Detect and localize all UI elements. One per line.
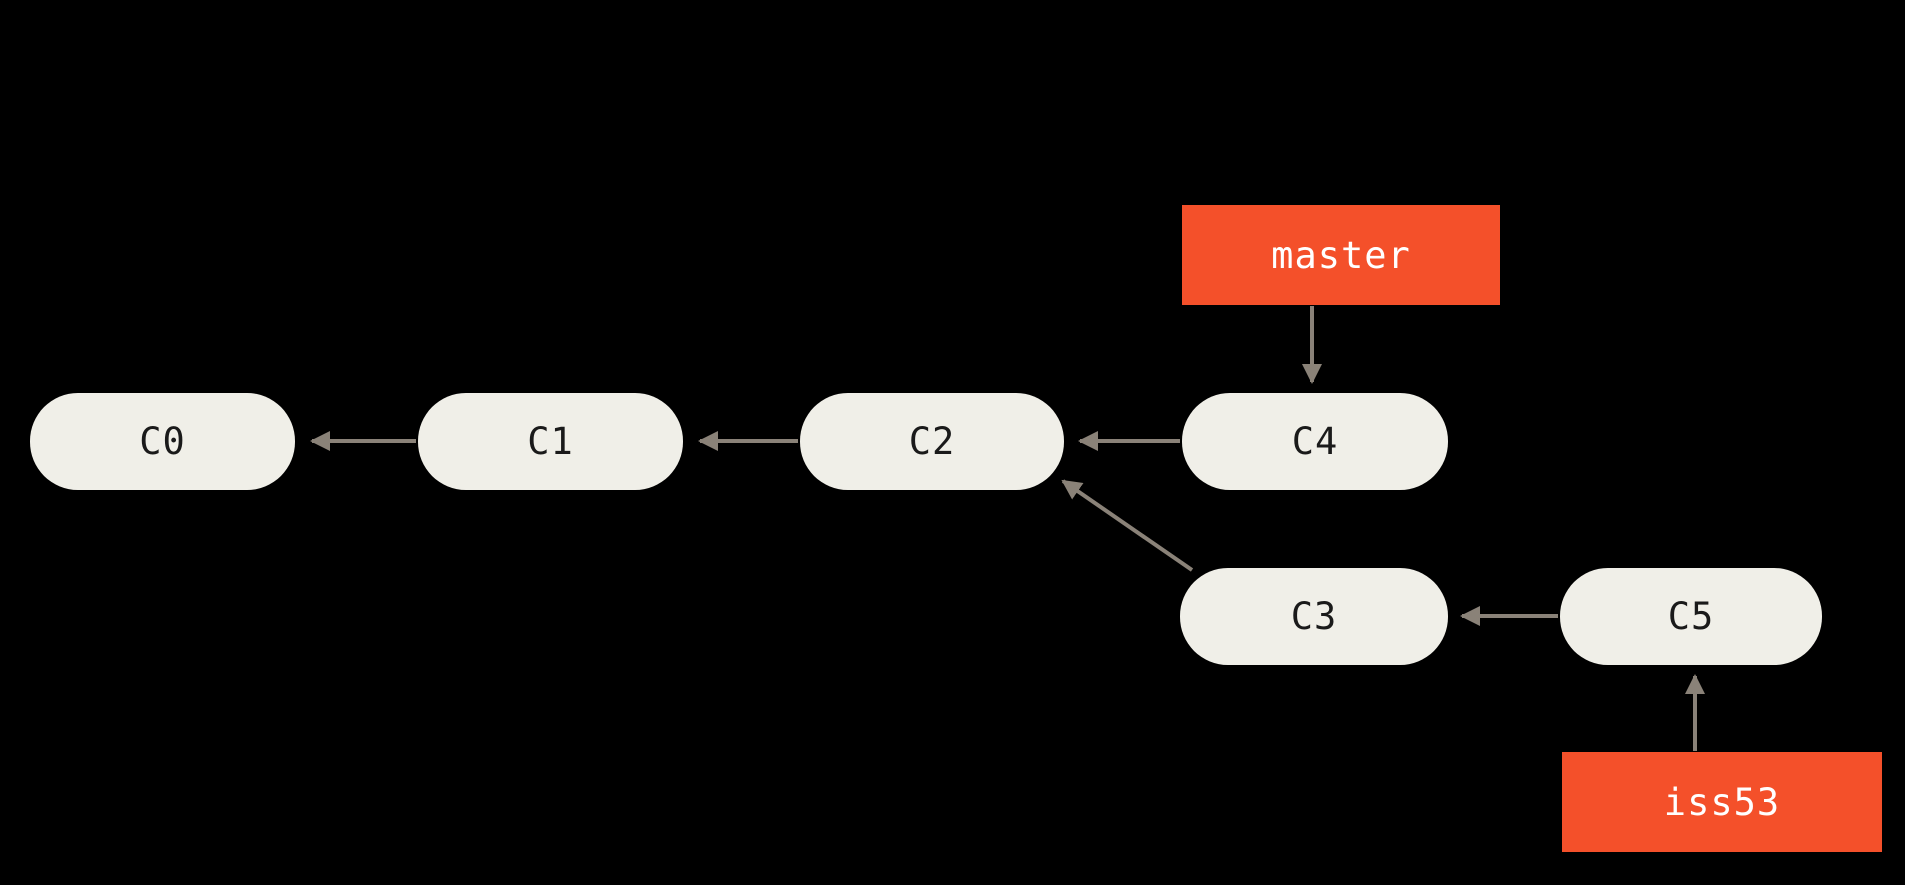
commit-node-c4[interactable]: C4 — [1182, 393, 1448, 490]
edge-c3-to-c2 — [1061, 479, 1194, 572]
commit-label: C3 — [1290, 595, 1338, 638]
branch-label-iss53[interactable]: iss53 — [1562, 752, 1882, 852]
commit-node-c0[interactable]: C0 — [30, 393, 295, 490]
commit-label: C1 — [527, 420, 574, 463]
commit-label: C2 — [908, 420, 956, 463]
commit-label: C4 — [1291, 420, 1339, 463]
commit-node-c5[interactable]: C5 — [1560, 568, 1822, 665]
commit-label: C5 — [1667, 595, 1715, 638]
commit-label: C0 — [139, 420, 186, 463]
branch-label-master[interactable]: master — [1182, 205, 1500, 305]
branch-label-text: master — [1271, 233, 1411, 277]
commit-node-c1[interactable]: C1 — [418, 393, 683, 490]
branch-label-text: iss53 — [1663, 780, 1781, 824]
commit-node-c3[interactable]: C3 — [1180, 568, 1448, 665]
commit-node-c2[interactable]: C2 — [800, 393, 1064, 490]
